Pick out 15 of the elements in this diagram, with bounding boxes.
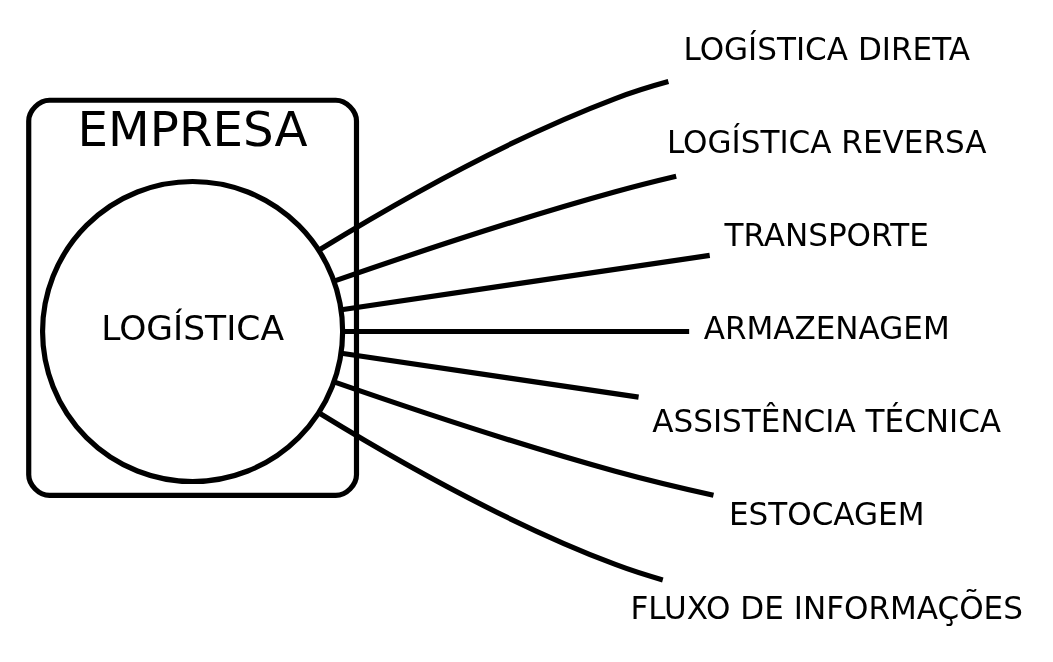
- node-text: LOGÍSTICA REVERSA: [666, 123, 987, 160]
- connector: [317, 410, 664, 582]
- node-text: TRANSPORTE: [724, 216, 929, 253]
- node-text: LOGÍSTICA DIRETA: [683, 30, 970, 67]
- connector: [341, 350, 639, 400]
- node-text: ARMAZENAGEM: [703, 309, 950, 346]
- node-text: FLUXO DE INFORMAÇÕES: [630, 589, 1023, 626]
- node-text: ASSISTÊNCIA TÉCNICA: [652, 402, 1002, 439]
- connector: [343, 328, 690, 334]
- connector: [341, 252, 711, 312]
- node-text: ESTOCAGEM: [728, 495, 925, 532]
- connector: [317, 78, 670, 252]
- connector: [333, 173, 677, 284]
- connector: [333, 378, 715, 498]
- node-circle: LOGÍSTICA: [39, 178, 346, 484]
